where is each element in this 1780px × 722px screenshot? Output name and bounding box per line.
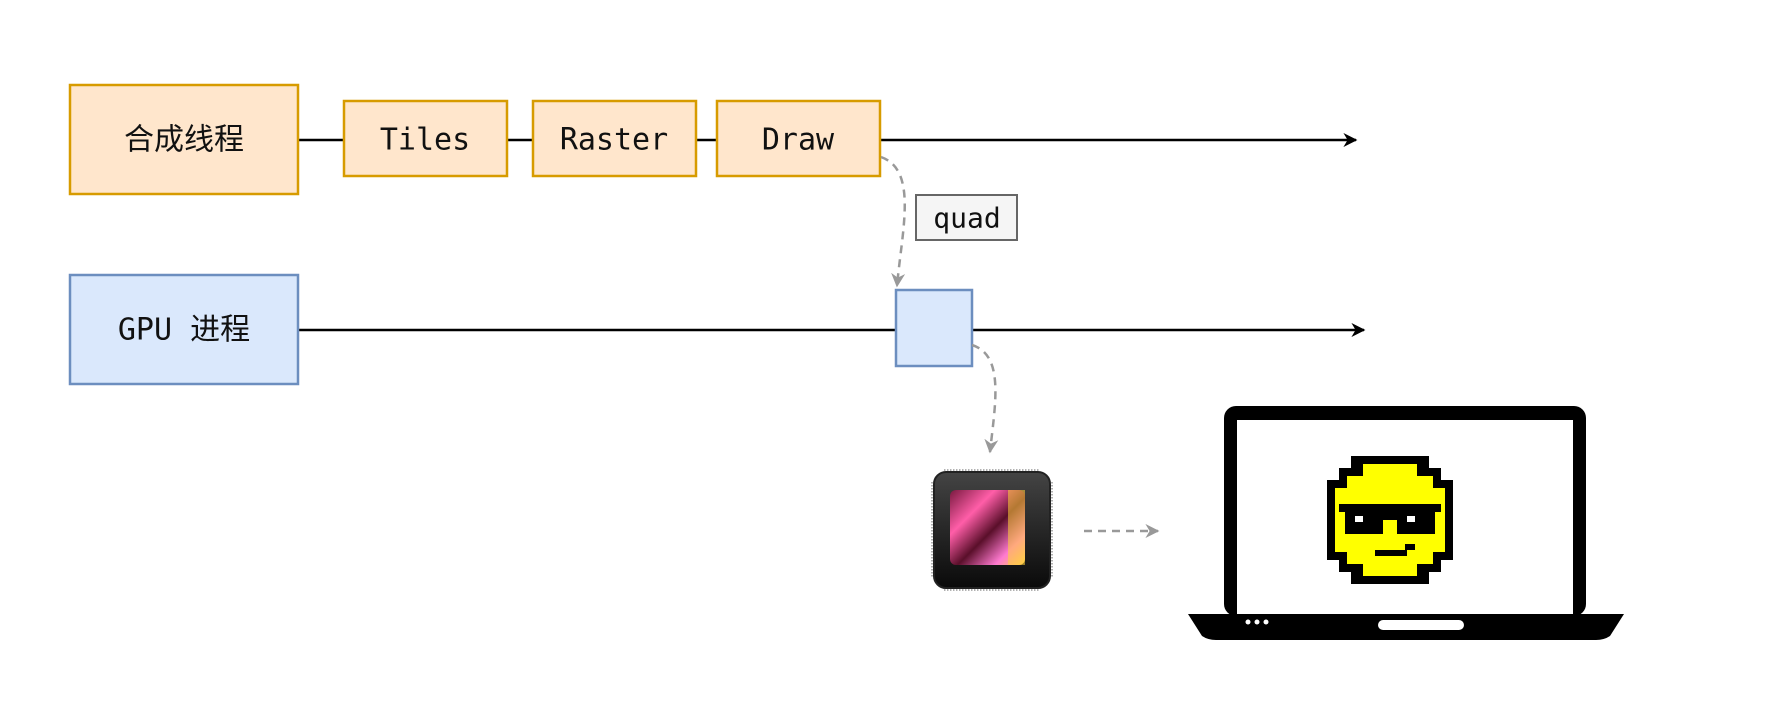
quad-label-box: quad bbox=[915, 194, 1018, 241]
tiles-step-label: Tiles bbox=[380, 123, 470, 158]
raster-step-label: Raster bbox=[560, 123, 668, 158]
compositor-thread-box bbox=[68, 83, 300, 196]
quad-flow-arrow bbox=[880, 155, 906, 288]
laptop-icon bbox=[1188, 406, 1624, 640]
compositor-thread-label: 合成线程 bbox=[124, 123, 244, 158]
tiles-step-box bbox=[342, 99, 509, 178]
raster-step-box bbox=[531, 99, 698, 178]
gpu-process-label: GPU 进程 bbox=[118, 313, 250, 348]
quad-label: quad bbox=[933, 202, 1000, 235]
gpu-to-chip-arrow bbox=[971, 343, 999, 454]
gpu-quad-slot bbox=[894, 288, 974, 368]
gpu-chip-icon bbox=[931, 469, 1053, 591]
gpu-process-box bbox=[68, 273, 300, 386]
compositor-lane: 合成线程 Tiles Raster Draw bbox=[68, 83, 1358, 196]
draw-step-box bbox=[715, 99, 882, 178]
pixel-sunglasses-smiley-icon bbox=[1327, 456, 1453, 584]
gpu-lane: GPU 进程 bbox=[68, 273, 1366, 386]
draw-step-label: Draw bbox=[762, 123, 835, 158]
